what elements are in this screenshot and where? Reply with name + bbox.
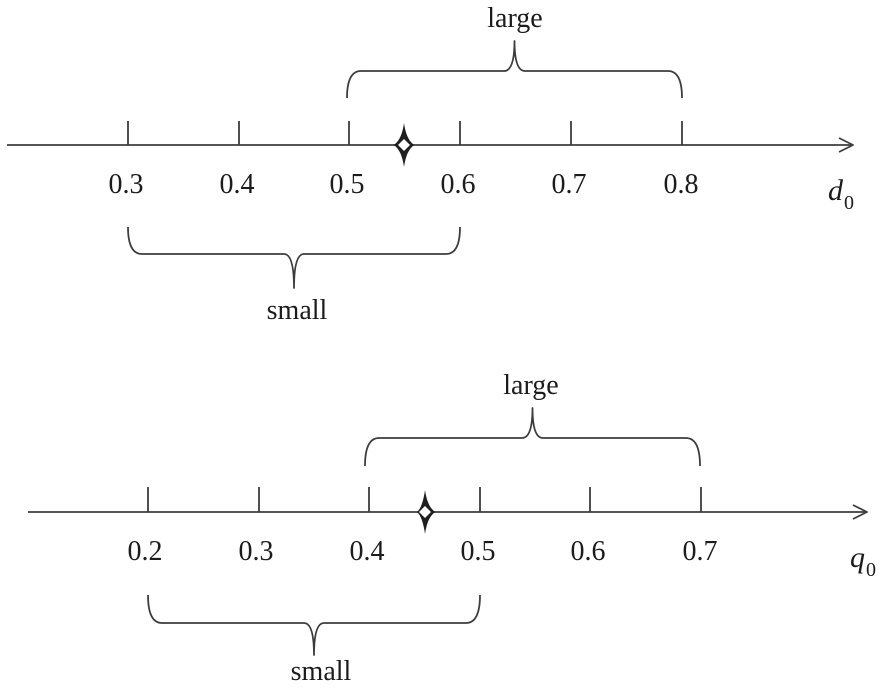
tick-label: 0.5 bbox=[329, 169, 365, 200]
axis-variable-subscript: 0 bbox=[866, 559, 876, 581]
axis-variable-subscript: 0 bbox=[844, 192, 854, 214]
brace-small bbox=[127, 226, 461, 289]
tick-label: 0.7 bbox=[682, 536, 718, 567]
tick-label: 0.3 bbox=[238, 536, 274, 567]
axis-variable-base: q bbox=[850, 541, 865, 574]
number-line-q0 bbox=[28, 407, 868, 656]
brace-label-small: small bbox=[290, 656, 352, 687]
tick-label: 0.8 bbox=[663, 169, 699, 200]
axis-arrowhead-icon bbox=[838, 137, 854, 153]
star-marker-center bbox=[398, 139, 410, 151]
axis-variable-d0: d0 bbox=[828, 174, 854, 214]
tick-label: 0.7 bbox=[551, 169, 587, 200]
tick-label: 0.6 bbox=[440, 169, 476, 200]
tick-label: 0.6 bbox=[570, 536, 606, 567]
axis-variable-base: d bbox=[828, 174, 843, 207]
brace-small bbox=[147, 594, 481, 656]
brace-label-large: large bbox=[503, 370, 559, 401]
tick-label: 0.2 bbox=[127, 536, 163, 567]
number-line-d0 bbox=[7, 40, 854, 289]
star-marker-center bbox=[419, 506, 431, 518]
brace-label-large: large bbox=[487, 3, 543, 34]
axis-variable-q0: q0 bbox=[850, 541, 876, 581]
tick-label: 0.4 bbox=[219, 169, 255, 200]
tick-label: 0.4 bbox=[349, 536, 385, 567]
tick-label: 0.3 bbox=[108, 169, 144, 200]
tick-label: 0.5 bbox=[460, 536, 496, 567]
brace-large bbox=[364, 407, 701, 467]
axis-arrowhead-icon bbox=[852, 504, 868, 520]
brace-large bbox=[346, 40, 683, 99]
brace-label-small: small bbox=[266, 295, 328, 326]
